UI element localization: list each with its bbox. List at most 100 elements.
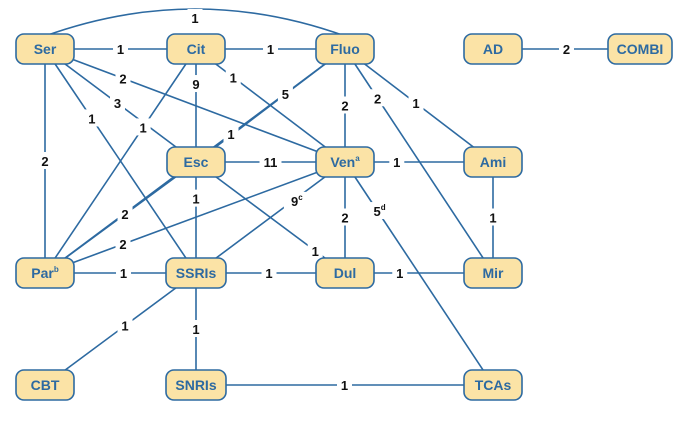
node-label-text: Par (31, 265, 54, 281)
node-label: Parb (31, 265, 59, 281)
node-label-text: Mir (483, 265, 505, 281)
edge-label-bg (187, 9, 203, 26)
edge-label-snris-tcas: 1 (341, 378, 348, 393)
node-esc: Esc (166, 146, 226, 178)
node-box (463, 257, 523, 289)
edge-label-bg (485, 208, 501, 226)
node-box (463, 146, 523, 178)
node-label-text: SNRIs (175, 377, 216, 393)
edge-weight: 1 (121, 319, 128, 334)
edge-label-bg (337, 96, 353, 114)
edge-label-bg (259, 153, 282, 170)
node-box (315, 257, 375, 289)
edge-label-ser-cit: 1 (117, 42, 124, 57)
node-label-text: SSRIs (176, 265, 217, 281)
node-box (463, 369, 523, 401)
edge-label-bg (115, 69, 131, 87)
edge-weight: 1 (412, 96, 419, 111)
node-label-text: COMBI (617, 41, 664, 57)
node-box (166, 146, 226, 178)
node-label-text: Esc (184, 154, 209, 170)
node-ven: Vena (315, 146, 375, 178)
node-label: TCAs (475, 377, 512, 393)
node-label: Vena (330, 154, 360, 170)
node-label-text: Cit (187, 41, 206, 57)
node-label: AD (483, 41, 503, 57)
edge-label-ssris-snris: 1 (192, 322, 199, 337)
edge-weight: 1 (341, 378, 348, 393)
node-ami: Ami (463, 146, 523, 178)
edge-weight: 3 (114, 96, 121, 111)
edge-weight: 1 (312, 244, 319, 259)
node-snris: SNRIs (165, 369, 227, 401)
edge-label-ven-par: 2 (119, 237, 126, 252)
edge-weight: 2 (119, 71, 126, 86)
edge-label-ssris-cbt: 1 (121, 319, 128, 334)
edge-weight: 2 (341, 99, 348, 114)
edge-label-bg (392, 264, 408, 281)
edge-label-bg (113, 40, 128, 57)
edge-label-bg (188, 75, 204, 93)
node-label: COMBI (617, 41, 664, 57)
edge-label-ser-ssris: 1 (88, 111, 95, 126)
edge-weight: 1 (227, 127, 234, 142)
node-par: Parb (15, 257, 75, 289)
node-tcas: TCAs (463, 369, 523, 401)
edge-label-bg (337, 376, 352, 393)
node-label-text: Ami (480, 154, 506, 170)
edge-label-bg (370, 89, 386, 107)
edge-label-cit-ven: 1 (230, 70, 237, 85)
edge-label-cit-par: 1 (140, 120, 147, 135)
edge-weight: 1 (140, 120, 147, 135)
edge-label-bg (117, 316, 133, 334)
edge-label-par-ssris: 1 (120, 266, 127, 281)
edge-label-fluo-ami: 1 (412, 96, 419, 111)
edge-weight: 1 (265, 266, 272, 281)
edge-label-fluo-esc: 5 (282, 87, 289, 102)
edge-weight: 5 (373, 204, 380, 219)
edge-label-ser-fluo: 1 (191, 11, 198, 26)
edge-label-fluo-par: 1 (227, 127, 234, 142)
edge-weight: 1 (230, 70, 237, 85)
edge-label-bg (261, 264, 277, 281)
node-ssris: SSRIs (165, 257, 227, 289)
edge-label-bg (307, 241, 323, 259)
edge-label-bg (37, 152, 53, 169)
edge-label-bg (277, 85, 293, 103)
node-box (315, 146, 375, 178)
node-mir: Mir (463, 257, 523, 289)
edge-weight: 1 (88, 111, 95, 126)
node-label-text: CBT (31, 377, 60, 393)
node-label: Dul (334, 265, 357, 281)
node-label: SNRIs (175, 377, 216, 393)
edge-label-dul-mir: 1 (396, 266, 403, 281)
edge-fluo-mir (344, 48, 494, 274)
edge-label-bg (109, 94, 125, 112)
edge-weight-footnote: d (381, 203, 386, 212)
node-box (165, 369, 227, 401)
edge-label-bg (117, 205, 133, 223)
node-cbt: CBT (15, 369, 75, 401)
node-dul: Dul (315, 257, 375, 289)
edge-label-bg (263, 40, 278, 57)
node-label: Ami (480, 154, 506, 170)
edge-label-esc-par: 2 (121, 207, 128, 222)
edge-layer (44, 8, 640, 386)
edge-label-esc-ven: 11 (264, 155, 278, 170)
node-label: Mir (483, 265, 505, 281)
edge-weight: 2 (121, 207, 128, 222)
edge-label-bg (223, 125, 239, 143)
edge-label-ssris-dul: 1 (265, 266, 272, 281)
edge-label-ser-par: 2 (41, 154, 48, 169)
edge-label-bg (115, 235, 131, 253)
edge-weight: 2 (374, 91, 381, 106)
node-label-text: TCAs (475, 377, 512, 393)
node-label-text: Dul (334, 265, 357, 281)
edge-weight: 1 (117, 42, 124, 57)
edge-label-bg (366, 202, 393, 220)
edge-label-bg (337, 208, 353, 226)
edge-label-ven-ami: 1 (393, 155, 400, 170)
edge-weight: 1 (393, 155, 400, 170)
node-label-footnote: a (355, 154, 360, 163)
